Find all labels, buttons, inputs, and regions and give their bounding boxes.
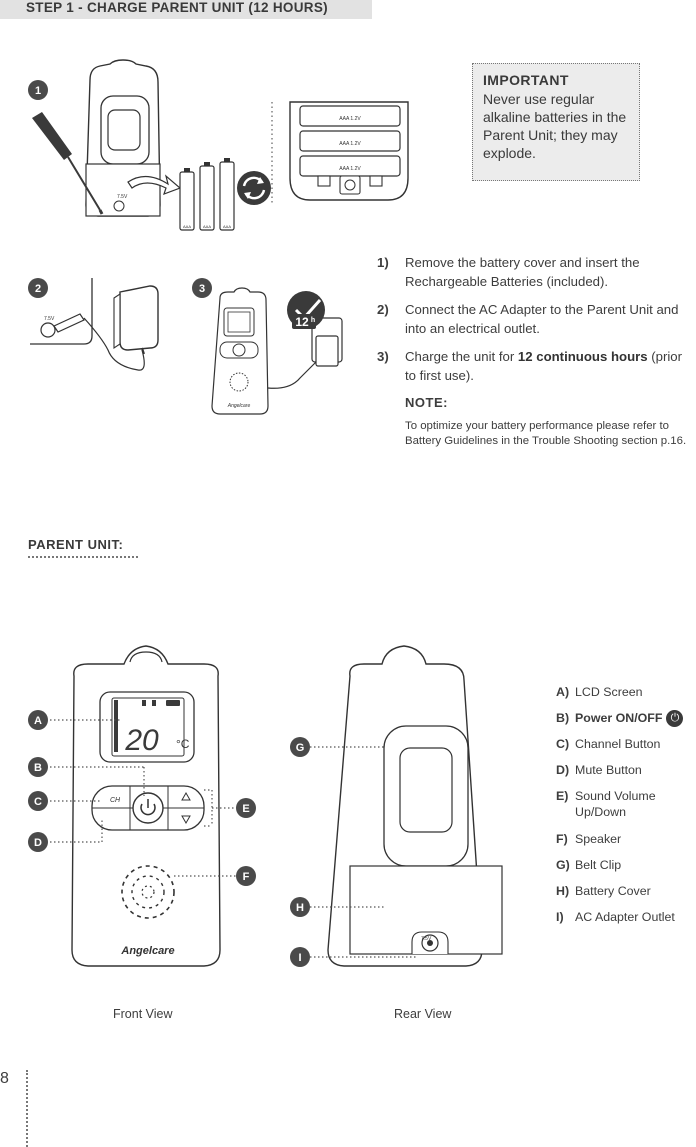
page-margin-rule (26, 1070, 28, 1147)
svg-text:3: 3 (199, 283, 205, 295)
svg-text:12: 12 (295, 315, 309, 329)
rear-view-diagram: 7.5V G H I (290, 645, 503, 967)
parts-legend: A)LCD Screen B)Power ON/OFF⏻ C)Channel B… (556, 684, 696, 935)
callout-d: D (28, 832, 48, 852)
svg-text:7.5V: 7.5V (44, 316, 55, 322)
important-body: Never use regular alkaline batteries in … (483, 91, 627, 161)
callout-e: E (236, 798, 256, 818)
svg-text:B: B (34, 762, 42, 774)
svg-text:Angelcare: Angelcare (227, 403, 251, 409)
step-title: STEP 1 - CHARGE PARENT UNIT (12 HOURS) (0, 0, 372, 19)
svg-text:F: F (243, 871, 250, 883)
page-number: 8 (0, 1070, 9, 1087)
step1-illustration: 1 7.5V AAA AAA AAA (28, 59, 271, 231)
callout-g: G (290, 737, 310, 757)
callout-h: H (290, 897, 310, 917)
instruction-step-1: 1) Remove the battery cover and insert t… (377, 255, 640, 289)
legend-item-h: H)Battery Cover (556, 884, 651, 898)
parent-unit-title: PARENT UNIT: (28, 537, 124, 552)
step2-illustration: 2 7.5V (28, 278, 159, 371)
clock-check-icon: 12 h (287, 291, 325, 329)
step-number-1-label: 1 (35, 85, 41, 97)
note-body: To optimize your battery performance ple… (405, 419, 687, 448)
svg-text:AAA 1.2V: AAA 1.2V (339, 116, 361, 122)
important-title: IMPORTANT (483, 72, 569, 88)
legend-item-g: G)Belt Clip (556, 858, 622, 872)
callout-b: B (28, 757, 48, 777)
step-number-2 (28, 278, 48, 298)
svg-text:H: H (296, 902, 304, 914)
svg-text:AAA: AAA (223, 224, 231, 229)
svg-text:AAA: AAA (183, 224, 191, 229)
battery-compartment: AAA 1.2V AAA 1.2V AAA 1.2V (271, 101, 409, 204)
screwdriver-icon (32, 112, 104, 215)
svg-text:2: 2 (35, 283, 41, 295)
svg-text:AAA 1.2V: AAA 1.2V (339, 141, 361, 147)
svg-text:A: A (34, 715, 42, 727)
instruction-step-2: 2) Connect the AC Adapter to the Parent … (377, 302, 679, 336)
svg-text:AAA 1.2V: AAA 1.2V (339, 166, 361, 172)
svg-text:D: D (34, 837, 42, 849)
svg-text:AAA: AAA (203, 224, 211, 229)
svg-text:7.5V: 7.5V (421, 936, 432, 942)
callout-i: I (290, 947, 310, 967)
svg-text:G: G (296, 742, 305, 754)
callout-c: C (28, 791, 48, 811)
svg-text:I: I (298, 952, 301, 964)
front-view-caption: Front View (113, 1007, 173, 1021)
adapter-voltage: 7.5V (117, 194, 128, 200)
power-icon: ⏻ (666, 710, 684, 728)
speaker-icon (121, 865, 175, 919)
title-underline (28, 556, 138, 558)
power-icon (140, 799, 156, 816)
legend-item-f: F)Speaker (556, 832, 622, 846)
instructions: 1) Remove the battery cover and insert t… (377, 254, 693, 450)
front-view-diagram: 20 °C CH Angelcare A B C D E F (28, 645, 256, 967)
callout-a: A (28, 710, 48, 730)
lcd-temperature: 20 (124, 724, 159, 757)
legend-item-e: E)Sound Volume Up/Down (556, 789, 656, 819)
lcd-unit: °C (176, 737, 190, 751)
rear-view-caption: Rear View (394, 1007, 452, 1021)
brand-logo: Angelcare (120, 945, 174, 957)
svg-text:C: C (34, 796, 42, 808)
step3-illustration: 3 Angelcare 12 h (192, 278, 343, 415)
step-number-3 (192, 278, 212, 298)
svg-text:E: E (242, 803, 249, 815)
legend-item-a: A)LCD Screen (556, 685, 643, 699)
legend-item-c: C)Channel Button (556, 737, 661, 751)
note-title: NOTE: (405, 395, 448, 410)
instruction-step-3: 3) Charge the unit for 12 continuous hou… (377, 349, 683, 383)
legend-item-i: I)AC Adapter Outlet (556, 910, 675, 924)
step-number-1 (28, 80, 48, 100)
battery-icon: AAA AAA AAA (179, 158, 235, 231)
legend-item-d: D)Mute Button (556, 763, 642, 777)
important-box: IMPORTANT Never use regular alkaline bat… (472, 63, 640, 181)
recharge-icon (237, 171, 271, 205)
svg-text:CH: CH (110, 797, 121, 804)
callout-f: F (236, 866, 256, 886)
legend-item-b: B)Power ON/OFF⏻ (556, 710, 696, 736)
svg-text:h: h (311, 317, 315, 324)
